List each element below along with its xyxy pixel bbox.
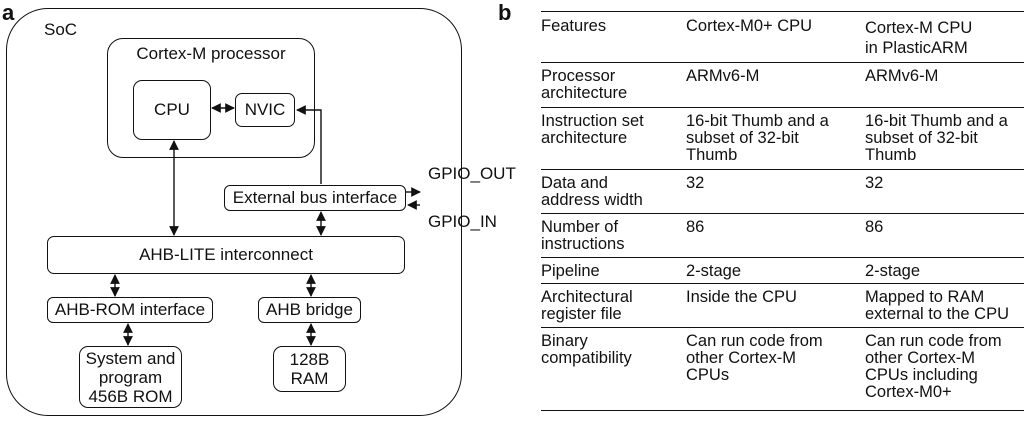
ahb-rom-interface-label: AHB-ROM interface bbox=[54, 300, 206, 319]
cpu-box: CPU bbox=[133, 80, 211, 140]
table-cell: Inside the CPU bbox=[686, 288, 797, 306]
table-rule-bottom bbox=[541, 410, 1024, 411]
external-bus-interface-label: External bus interface bbox=[232, 188, 398, 207]
ram-box: 128B RAM bbox=[273, 346, 346, 392]
nvic-label: NVIC bbox=[244, 100, 286, 119]
table-cell: 86 bbox=[686, 218, 705, 236]
rom-label: System and program 456B ROM bbox=[85, 348, 176, 406]
ahb-lite-interconnect-box: AHB-LITE interconnect bbox=[47, 236, 405, 274]
nvic-box: NVIC bbox=[235, 93, 295, 127]
table-cell: Pipeline bbox=[541, 262, 600, 280]
table-rule-top bbox=[541, 11, 1024, 12]
table-cell: Can run code from other Cortex-M CPUs in… bbox=[865, 332, 1002, 401]
cortex-m-processor-label: Cortex-M processor bbox=[136, 44, 286, 63]
table-cell: Processor architecture bbox=[541, 67, 628, 102]
table-header-cell: Cortex-M CPU in PlasticARM bbox=[865, 19, 973, 57]
table-cell: 16-bit Thumb and a subset of 32-bit Thum… bbox=[865, 112, 1008, 164]
table-row-divider bbox=[541, 257, 1024, 258]
table-cell: Number of instructions bbox=[541, 218, 625, 253]
connector-arrows bbox=[110, 103, 421, 346]
table-cell: Mapped to RAM external to the CPU bbox=[865, 288, 1009, 323]
table-header-cell: Cortex-M0+ CPU bbox=[686, 17, 813, 35]
ahb-bridge-box: AHB bridge bbox=[258, 297, 361, 323]
cpu-label: CPU bbox=[154, 100, 190, 119]
table-cell: Can run code from other Cortex-M CPUs bbox=[686, 332, 823, 384]
table-row-divider bbox=[541, 213, 1024, 214]
extbus-nvic-arrow bbox=[296, 105, 322, 184]
table-row-divider bbox=[541, 283, 1024, 284]
panel-a-label: a bbox=[2, 0, 15, 25]
table-cell: 16-bit Thumb and a subset of 32-bit Thum… bbox=[686, 112, 829, 164]
ahb-bridge-label: AHB bridge bbox=[266, 300, 353, 319]
table-cell: 2-stage bbox=[865, 262, 921, 280]
table-cell: 86 bbox=[865, 218, 884, 236]
table-cell: ARMv6-M bbox=[865, 67, 939, 85]
gpio-in-label: GPIO_IN bbox=[428, 212, 497, 231]
table-cell: Binary compatibility bbox=[541, 332, 632, 367]
rom-box: System and program 456B ROM bbox=[79, 346, 182, 408]
table-row-divider bbox=[541, 327, 1024, 328]
table-header-cell: Features bbox=[541, 17, 607, 35]
table-cell: Instruction set architecture bbox=[541, 112, 644, 147]
table-cell: ARMv6-M bbox=[686, 67, 760, 85]
soc-label: SoC bbox=[44, 20, 78, 39]
table-cell: 2-stage bbox=[686, 262, 742, 280]
ahb-lite-interconnect-label: AHB-LITE interconnect bbox=[139, 245, 313, 264]
ram-label: 128B RAM bbox=[289, 350, 330, 388]
table-cell: Architectural register file bbox=[541, 288, 633, 323]
table-cell: Data and address width bbox=[541, 174, 643, 209]
panel-b-label: b bbox=[498, 0, 512, 25]
table-row-divider bbox=[541, 169, 1024, 170]
table-row-divider bbox=[541, 107, 1024, 108]
ahb-rom-interface-box: AHB-ROM interface bbox=[47, 297, 213, 323]
external-bus-interface-box: External bus interface bbox=[224, 185, 406, 211]
table-cell: 32 bbox=[686, 174, 705, 192]
table-row-divider bbox=[541, 62, 1024, 63]
table-cell: 32 bbox=[865, 174, 884, 192]
gpio-out-label: GPIO_OUT bbox=[428, 164, 516, 183]
